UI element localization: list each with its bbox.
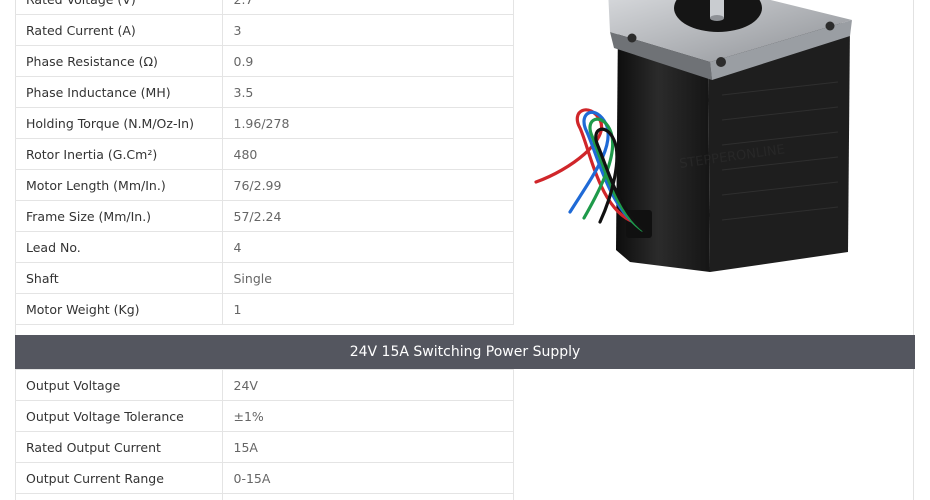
motor-shaft xyxy=(710,0,724,18)
spec-label: Motor Length (Mm/In.) xyxy=(15,169,223,201)
spec-value: 4 xyxy=(222,231,514,263)
bolt-hole xyxy=(716,57,726,67)
spec-label: Holding Torque (N.M/Oz-In) xyxy=(15,107,223,139)
table-row: Output Voltage Tolerance ±1% xyxy=(15,400,514,432)
spec-value: 76/2.99 xyxy=(222,169,514,201)
spec-value: 3 xyxy=(222,14,514,46)
table-row: Output Current Range 0-15A xyxy=(15,462,514,494)
power-supply-spec-table: Output Voltage 24V Output Voltage Tolera… xyxy=(15,369,514,500)
spec-label: Phase Resistance (Ω) xyxy=(15,45,223,77)
spec-value: 2.7 xyxy=(222,0,514,15)
spec-label: Phase Inductance (MH) xyxy=(15,76,223,108)
table-row: Motor Length (Mm/In.) 76/2.99 xyxy=(15,169,514,201)
wire-black xyxy=(594,127,648,234)
table-row: Frame Size (Mm/In.) 57/2.24 xyxy=(15,200,514,232)
spec-label: Output Voltage xyxy=(15,369,223,401)
table-row: Phase Resistance (Ω) 0.9 xyxy=(15,45,514,77)
stepper-motor-image: STEPPERONLINE xyxy=(534,0,852,272)
motor-spec-table: Rated Voltage (V) 2.7 Rated Current (A) … xyxy=(15,0,514,325)
spec-value xyxy=(222,493,514,500)
spec-label: Output Current Range xyxy=(15,462,223,494)
motor-body xyxy=(616,22,710,272)
table-row: Lead No. 4 xyxy=(15,231,514,263)
spec-value: ±1% xyxy=(222,400,514,432)
spec-value: 15A xyxy=(222,431,514,463)
spec-value: 0-15A xyxy=(222,462,514,494)
table-row: Motor Weight (Kg) 1 xyxy=(15,293,514,325)
table-row: Shaft Single xyxy=(15,262,514,294)
bolt-hole xyxy=(627,33,637,43)
spec-value: Single xyxy=(222,262,514,294)
spec-label: Shaft xyxy=(15,262,223,294)
spec-label: Rated Voltage (V) xyxy=(15,0,223,15)
spec-value: 0.9 xyxy=(222,45,514,77)
table-row: Holding Torque (N.M/Oz-In) 1.96/278 xyxy=(15,107,514,139)
table-row: Rated Current (A) 3 xyxy=(15,14,514,46)
spec-value: 1.96/278 xyxy=(222,107,514,139)
table-row: Rated Voltage (V) 2.7 xyxy=(15,0,514,15)
section-header: 24V 15A Switching Power Supply xyxy=(15,335,915,369)
spec-value: 480 xyxy=(222,138,514,170)
wire-blue xyxy=(568,110,640,228)
wire-green xyxy=(582,117,644,232)
table-row: Phase Inductance (MH) 3.5 xyxy=(15,76,514,108)
spec-label: Rotor Inertia (G.Cm²) xyxy=(15,138,223,170)
spec-value: 57/2.24 xyxy=(222,200,514,232)
spec-label: Rated Output Current xyxy=(15,431,223,463)
spec-label: Lead No. xyxy=(15,231,223,263)
spec-label: Output Voltage Tolerance xyxy=(15,400,223,432)
spec-label: Rated Current (A) xyxy=(15,14,223,46)
table-row: Rated Output Current 15A xyxy=(15,431,514,463)
table-row: Output Voltage 24V xyxy=(15,369,514,401)
spec-value: 1 xyxy=(222,293,514,325)
bolt-hole xyxy=(825,21,835,31)
spec-label: Frame Size (Mm/In.) xyxy=(15,200,223,232)
spec-label: Motor Weight (Kg) xyxy=(15,293,223,325)
spec-value: 24V xyxy=(222,369,514,401)
spec-label xyxy=(15,493,223,500)
table-row: Rotor Inertia (G.Cm²) 480 xyxy=(15,138,514,170)
spec-value: 3.5 xyxy=(222,76,514,108)
table-row xyxy=(15,493,514,500)
